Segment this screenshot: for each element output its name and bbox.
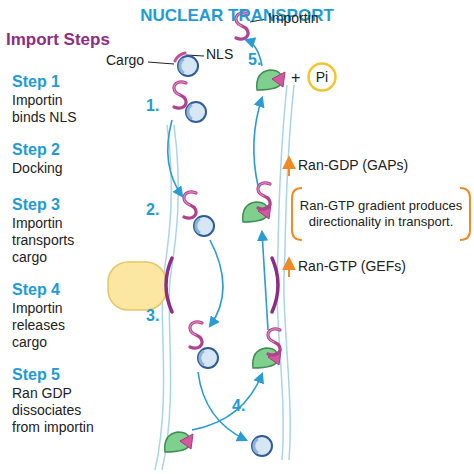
step-number: Step 3 — [12, 195, 60, 214]
circle-outline — [309, 64, 336, 91]
callout-label: Cargo — [106, 52, 144, 69]
ran-label: Ran-GDP (GAPs) — [298, 157, 408, 174]
flow-arrow — [198, 372, 246, 440]
node-text: Ran-GTP gradient produces directionality… — [296, 198, 466, 229]
flow-arrow — [192, 374, 262, 430]
step-callout: 1. — [146, 96, 159, 115]
step-text: Importin releases cargo — [12, 300, 94, 350]
importin-icon — [184, 192, 196, 218]
flow-arrow — [262, 232, 268, 330]
step-text: Ran GDP dissociates from importin — [12, 385, 112, 435]
pore-ring — [272, 258, 278, 312]
step-text: Importin transports cargo — [12, 215, 94, 265]
callout-label: NLS — [206, 46, 233, 63]
step-number: Step 4 — [12, 280, 60, 299]
flow-arrow — [254, 98, 262, 186]
node-text: Pi — [316, 69, 328, 86]
cargo-icon — [198, 348, 218, 368]
plus-sign: + — [291, 68, 300, 87]
step-callout: 5. — [248, 50, 261, 69]
cargo-icon — [194, 216, 214, 236]
flow-arrow — [168, 120, 182, 196]
pore-ring — [166, 258, 172, 312]
step-number: Step 2 — [12, 140, 60, 159]
step-text: Importin binds NLS — [12, 92, 94, 126]
step-number: Step 5 — [12, 365, 60, 384]
step-callout: 3. — [146, 306, 159, 325]
importin-icon — [174, 82, 186, 108]
nuclear-membrane — [284, 85, 294, 460]
gradient-arrow — [288, 259, 290, 277]
bracket-line — [292, 188, 302, 240]
gdp-mark — [272, 72, 285, 87]
gtp-mark — [180, 434, 193, 449]
pore-complex — [108, 262, 166, 310]
gradient-arrow — [288, 158, 290, 176]
leader-line — [148, 62, 174, 64]
cargo-icon — [252, 436, 272, 456]
importin-icon — [190, 322, 202, 348]
importin-icon — [268, 329, 280, 355]
diagram-title: NUCLEAR TRANSPORT — [0, 6, 474, 26]
flow-arrow — [210, 240, 223, 326]
section-heading: Import Steps — [6, 30, 110, 50]
callout-label: Importin — [268, 10, 319, 27]
bracket-line — [460, 188, 470, 240]
node-text-group: Ran-GTP gradient produces directionality… — [296, 198, 466, 229]
step-text: Docking — [12, 160, 94, 177]
gradient-box: Ran-GTP gradient produces directionality… — [290, 186, 472, 242]
importin-icon — [258, 183, 270, 209]
ran-label: Ran-GTP (GEFs) — [298, 258, 406, 275]
cargo-icon — [186, 102, 206, 122]
step-callout: 2. — [146, 200, 159, 219]
cargo-icon — [178, 56, 198, 76]
nls-mark — [175, 53, 185, 61]
node-text-group: Pi — [316, 69, 328, 86]
pi-circle: Pi — [307, 62, 337, 92]
step-number: Step 1 — [12, 72, 60, 91]
step-callout: 4. — [232, 396, 245, 415]
